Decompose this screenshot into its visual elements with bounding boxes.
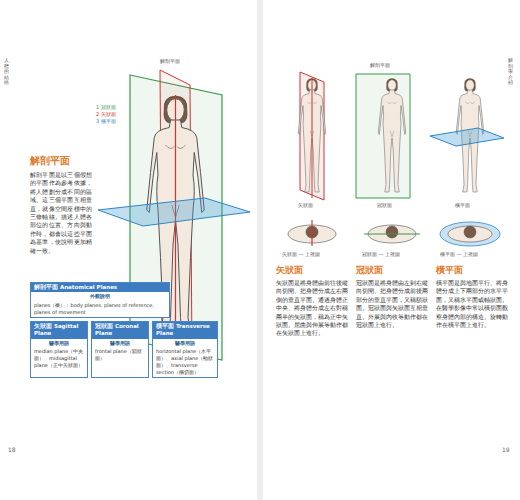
caption-label: 冠狀面 [377,202,392,209]
plane-term-box: 冠狀面 Coronal Plane醫學用語frontal plane（額狀面） [91,321,149,378]
chapter-tab: 人體的結構 [4,58,9,86]
body-text: 冠狀面是將身體由左到右縱向切開、把身體分成前後兩部分的垂直平面，又稱額狀面。冠狀… [356,279,428,329]
caption-label: 3 橫平面 [96,118,116,125]
transverse-plane [430,128,504,146]
section-heading: 冠狀面 [356,264,383,277]
body-text: 矢狀面是將身體由前往後縱向切開、把身體分成左右兩側的垂直平面。通過身體正中央、將… [276,279,348,338]
coronal-plane [356,74,410,198]
box-subheading: 醫學用語 [31,339,87,348]
top-view [440,222,500,246]
section-heading: 解剖平面 [30,154,70,168]
box-subheading: 外觀說明 [31,292,169,301]
top-view [288,220,336,246]
body-text: 解剖平面是以三個假想的平面作為參考依據，將人體劃分成不同的區域。這三個平面互相垂… [30,171,92,255]
body-text: 橫平面是與地面平行、將身體分成上下兩部分的水平平面，又稱水平面或軸狀面。在醫學影… [436,279,508,329]
box-heading: 矢狀面 Sagittal Plane [31,322,87,339]
term-box: 解剖平面 Anatomical Planes外觀說明planes（複）：body… [30,282,170,318]
box-text: frontal plane（額狀面） [92,347,148,363]
box-text: horizontal plane（水平面）、axial plane（軸狀面）、t… [153,347,217,376]
section-heading: 矢狀面 [276,264,303,277]
plane-term-box: 橫平面 Transverse Plane醫學用語horizontal plane… [152,321,218,378]
caption-label: 2 矢狀面 [96,111,116,118]
top-view [364,225,420,243]
caption-label: 矢狀面 — 上視圖 [282,251,320,258]
caption-label: 冠狀面 — 上視圖 [362,251,400,258]
box-text: median plane（中央面）、midsagittal plane（正中矢狀… [31,347,87,369]
sagittal-line [312,78,313,198]
caption-label: 橫平面 [455,202,470,209]
plane-term-box: 矢狀面 Sagittal Plane醫學用語median plane（中央面）、… [30,321,88,378]
box-heading: 橫平面 Transverse Plane [153,322,217,339]
section-heading: 橫平面 [436,264,463,277]
caption-label: 18 [8,446,16,454]
box-subheading: 醫學用語 [153,339,217,348]
caption-label: 矢狀面 [298,202,313,209]
box-heading: 冠狀面 Coronal Plane [92,322,148,339]
transverse-plane [98,198,250,226]
caption-label: 1 冠狀面 [96,104,116,111]
box-heading: 解剖平面 Anatomical Planes [31,283,169,292]
box-subheading: 醫學用語 [92,339,148,348]
gutter [257,0,263,500]
caption-label: 橫平面 — 上視圖 [440,251,478,258]
chapter-tab: 解剖學介紹 [508,58,513,86]
box-text: planes（複）：body planes, planes of referen… [31,301,169,317]
caption-label: 解剖平面 [160,58,180,65]
caption-label: 解剖平面 [370,62,390,69]
caption-label: 19 [502,446,510,454]
human-figure [378,79,406,192]
